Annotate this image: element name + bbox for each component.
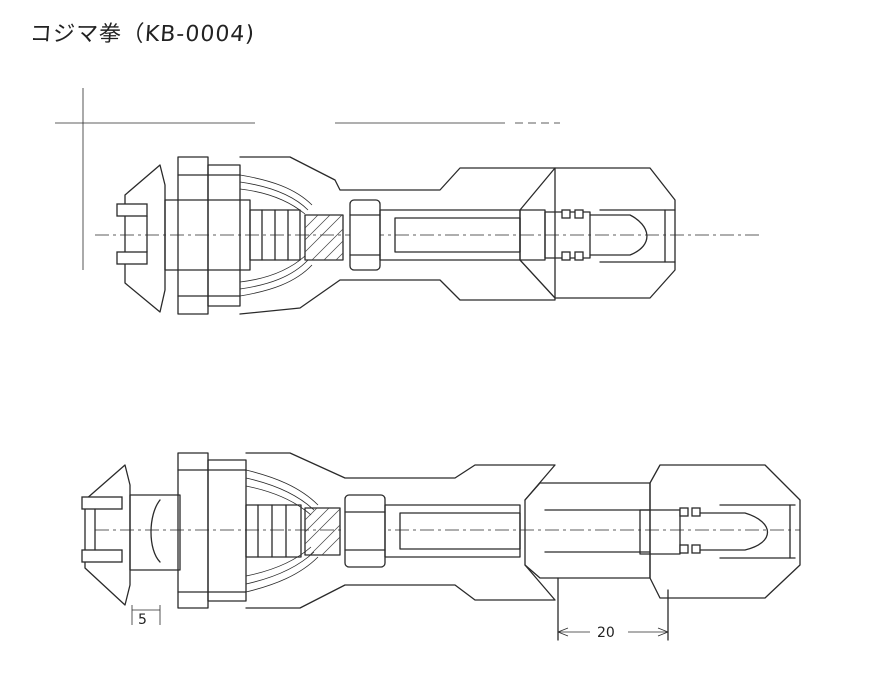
piston-body — [639, 509, 681, 555]
piston-bolt — [574, 209, 584, 219]
spring-wire — [245, 477, 315, 511]
spring-wire — [245, 546, 312, 577]
extension-tube — [524, 482, 651, 579]
piston-bolt — [561, 251, 571, 261]
spring-wire — [245, 485, 312, 516]
hub-block — [129, 494, 181, 571]
piston-bolt — [561, 209, 571, 219]
flange-outer — [177, 452, 209, 609]
spring-wire — [245, 556, 319, 593]
piston-tip — [699, 512, 769, 551]
rear-pin-upper — [116, 203, 148, 217]
dimension-20-label: 20 — [597, 625, 615, 641]
dimension-20-arrow-left — [557, 627, 569, 637]
nose-housing — [649, 464, 801, 599]
dimension-20-arrow-right — [657, 627, 669, 637]
nut — [349, 199, 381, 271]
rear-pin-lower — [116, 251, 148, 265]
spring-wire — [245, 551, 315, 585]
piston-bolt — [574, 251, 584, 261]
bottom-view-extended: 5 20 — [81, 452, 801, 641]
dimension-5-label: 5 — [138, 612, 147, 628]
outer-casing — [245, 452, 556, 609]
coupling-ring — [245, 504, 302, 558]
rear-bracket — [84, 464, 131, 606]
flange-outer — [177, 156, 209, 315]
rear-pin-upper — [81, 496, 123, 510]
rear-bracket — [124, 164, 166, 313]
piston-bolt — [679, 507, 689, 517]
shaft-inner — [399, 512, 521, 550]
hatch-lines — [304, 214, 344, 261]
nut — [344, 494, 386, 568]
piston-bolt — [679, 544, 689, 554]
spring-wire — [239, 259, 309, 290]
spring-wire — [245, 469, 319, 506]
flange-inner — [207, 164, 241, 307]
rear-pin-lower — [81, 549, 123, 563]
piston-tip — [589, 214, 648, 256]
piston-bolt — [691, 507, 701, 517]
piston-bolt — [691, 544, 701, 554]
top-view-collapsed — [55, 88, 760, 315]
nose-housing — [519, 167, 676, 299]
hatched-block — [304, 214, 344, 261]
spring-wire — [239, 264, 313, 297]
hatched-block — [304, 507, 341, 556]
spring-wire — [239, 174, 313, 206]
spring-wire — [239, 181, 309, 211]
hatch-lines — [304, 507, 341, 556]
flange-inner — [207, 459, 247, 602]
outer-casing — [239, 156, 556, 315]
hub-curve — [150, 499, 161, 563]
